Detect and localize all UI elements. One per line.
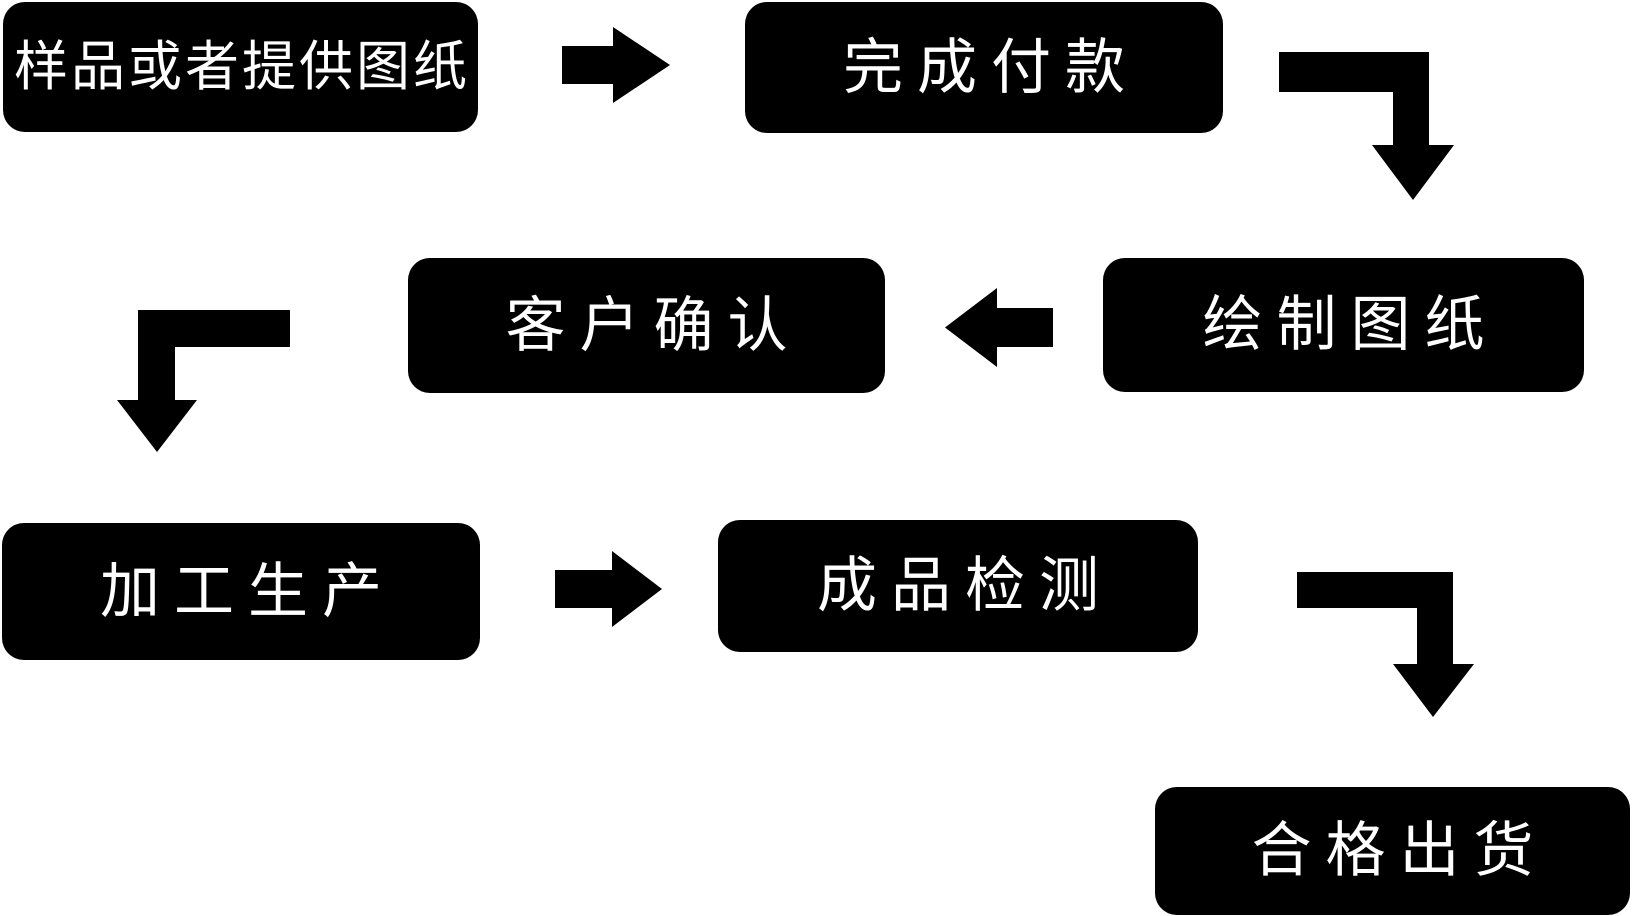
arrow-elbow-right-down-icon (1279, 52, 1454, 200)
node-inspection-label: 成品检测 (817, 552, 1113, 619)
arrow-elbow-left-down-icon (117, 310, 290, 452)
arrow-right-icon (555, 551, 662, 627)
node-payment-label: 完成付款 (843, 33, 1139, 101)
arrow-elbow-right-down-icon (1297, 572, 1474, 717)
node-production-label: 加工生产 (100, 557, 396, 625)
node-sample-or-drawing-label: 样品或者提供图纸 (14, 37, 470, 97)
node-shipment-label: 合格出货 (1251, 817, 1548, 884)
node-customer-confirm-label: 客户确认 (505, 291, 802, 359)
node-inspection: 成品检测 (718, 520, 1198, 652)
node-production: 加工生产 (2, 523, 480, 660)
node-draw-drawing-label: 绘制图纸 (1202, 291, 1499, 358)
node-customer-confirm: 客户确认 (408, 258, 885, 393)
node-draw-drawing: 绘制图纸 (1103, 258, 1584, 392)
arrow-right-icon (562, 27, 670, 103)
node-sample-or-drawing: 样品或者提供图纸 (3, 2, 478, 132)
node-payment: 完成付款 (745, 2, 1223, 133)
arrow-left-icon (945, 288, 1053, 367)
node-shipment: 合格出货 (1155, 787, 1630, 915)
